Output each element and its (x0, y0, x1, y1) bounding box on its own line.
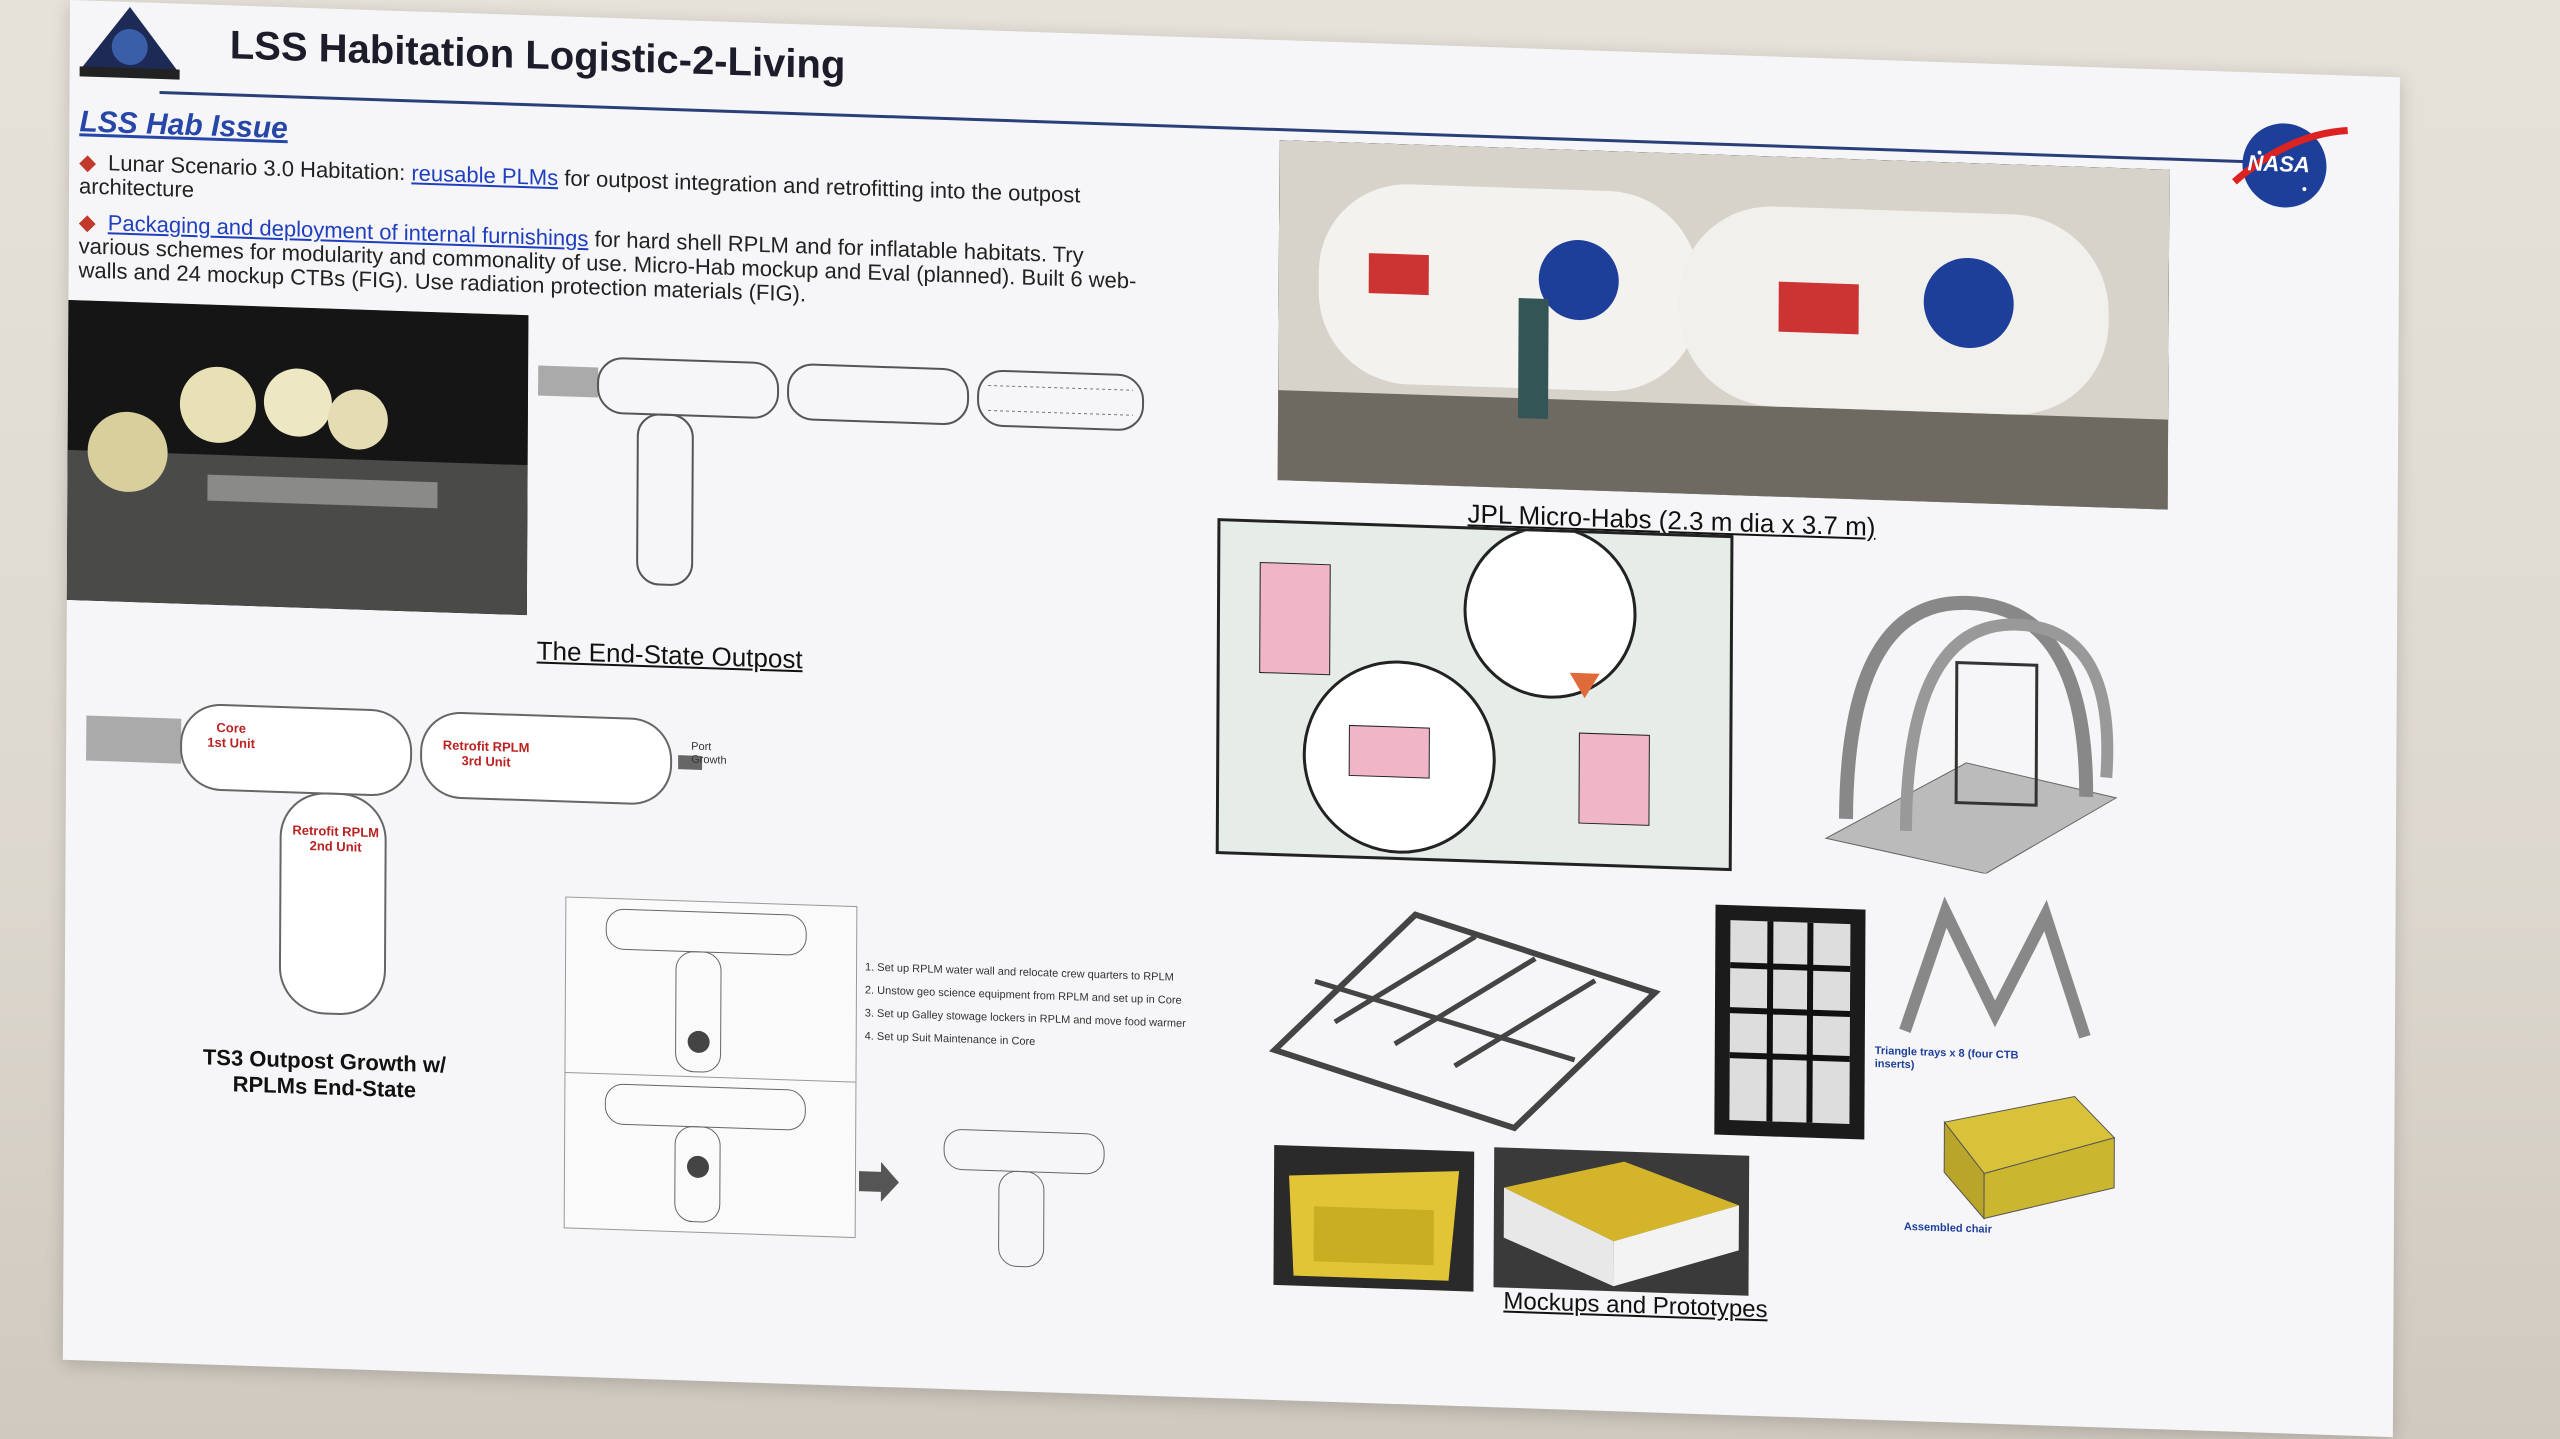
ctb-mockup-image (1289, 1171, 1460, 1281)
poster: LSS Habitation Logistic-2-Living NASA LS… (62, 0, 2400, 1438)
bullet-marker: ◆ (78, 209, 96, 235)
ts3-caption: TS3 Outpost Growth w/ RPLMs End-State (202, 1044, 447, 1103)
lunar-outpost-render (66, 299, 529, 616)
bullet-text: for hard shell RPLM and for inflatable h… (78, 226, 1137, 307)
sequence-steps: 1. Set up RPLM water wall and relocate c… (865, 961, 1205, 1054)
nasa-logo: NASA (2229, 112, 2350, 216)
step-item: 1. Set up RPLM water wall and relocate c… (865, 961, 1174, 984)
arrow-right-icon (858, 1161, 899, 1202)
bullet-link[interactable]: reusable PLMs (411, 160, 559, 191)
jpl-microhabs-photo (1277, 140, 2170, 510)
title-rule (159, 90, 2290, 165)
web-wall-photo (1714, 904, 1866, 1140)
mockup-photo-1 (1273, 1144, 1475, 1292)
box-mockup-image (1503, 1161, 1739, 1287)
chair-label: Assembled chair (1903, 1220, 1992, 1236)
step-item: 3. Set up Galley stowage lockers in RPLM… (864, 1007, 1186, 1031)
sequence-floorplans (565, 908, 856, 1223)
chair-cad (1943, 1095, 2116, 1220)
poster-title: LSS Habitation Logistic-2-Living (229, 23, 846, 88)
port-growth-label: Port Growth (691, 740, 727, 767)
ts3-growth-diagram (86, 704, 703, 1015)
step-item: 2. Unstow geo science equipment from RPL… (864, 984, 1182, 1007)
deployment-sketch (1215, 518, 1734, 872)
nasa-logo-text: NASA (2247, 150, 2310, 178)
lunar-render-image (66, 299, 529, 616)
web-wall-image (1729, 920, 1851, 1125)
lss-logo-icon (79, 6, 180, 80)
grid-tray-cad (1268, 911, 1661, 1132)
microhab-frame-cad (1824, 595, 2118, 875)
end-state-floorplan (538, 357, 1145, 586)
triangle-trays-cad (1899, 896, 2091, 1039)
nasa-meatball-icon (2232, 123, 2348, 208)
section-subhead: LSS Hab Issue (79, 105, 288, 146)
sketch-image (1259, 525, 1650, 854)
final-floorplan (943, 1129, 1105, 1268)
microhabs-image (1277, 140, 2170, 510)
sequence-box (563, 896, 858, 1239)
step-item: 4. Set up Suit Maintenance in Core (864, 1030, 1036, 1049)
end-state-caption: The End-State Outpost (536, 635, 803, 675)
bullet-marker: ◆ (79, 149, 97, 175)
mockup-photo-2 (1493, 1147, 1750, 1296)
triangle-label: Triangle trays x 8 (four CTB inserts) (1874, 1044, 2019, 1072)
